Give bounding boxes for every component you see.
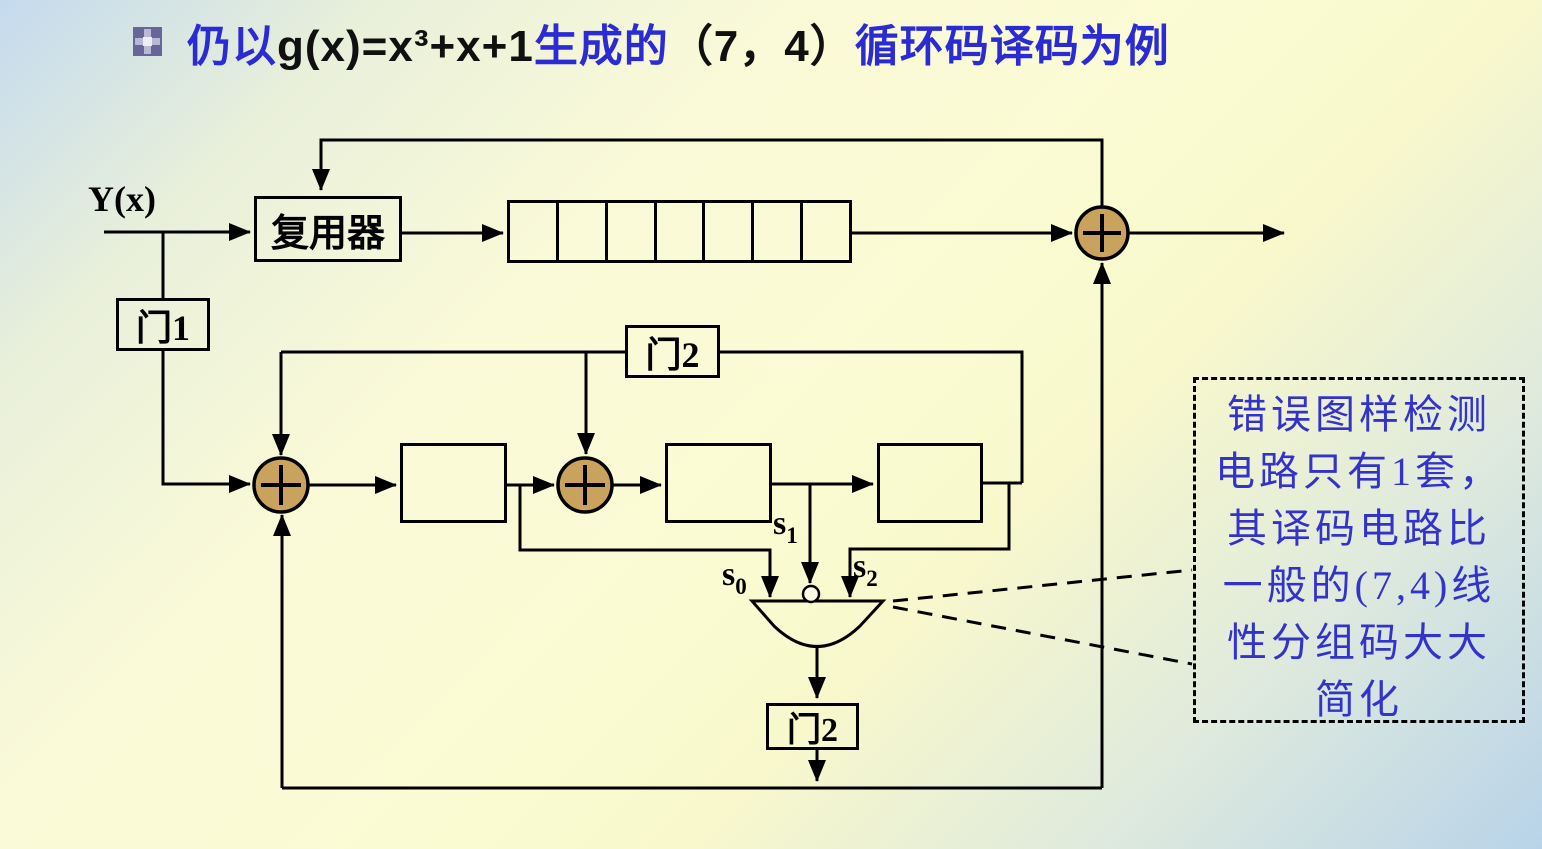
inverter-bubble: [801, 584, 821, 604]
gate1-label: 门1: [135, 307, 190, 348]
title-part: （7，4）: [668, 22, 855, 71]
syndrome-reg3-box: [877, 443, 983, 523]
annotation-line: 错误图样检测: [1227, 392, 1491, 437]
syndrome-reg1-box: [400, 443, 507, 523]
multiplexer-label: 复用器: [270, 212, 385, 255]
s0-line: [518, 485, 779, 598]
and-gate: [748, 599, 887, 648]
gate2-right-line: [720, 350, 1024, 483]
register-cell: [754, 203, 804, 260]
register-cell: [657, 203, 706, 260]
xor-adder-left: [252, 456, 310, 514]
callout-pointer-upper: [892, 568, 1193, 603]
annotation-callout: 错误图样检测 电路只有1套， 其译码电路比 一般的(7,4)线 性分组码大大 简…: [1193, 377, 1525, 723]
register-cell: [608, 203, 657, 260]
slide-title: 仍以g(x)=x³+x+1生成的（7，4）循环码译码为例: [133, 10, 1170, 74]
gate2-bottom-label: 门2: [787, 712, 838, 749]
callout-pointer-lower: [892, 605, 1193, 666]
title-part: 仍以: [187, 22, 277, 71]
xor-adder-mid: [556, 456, 614, 514]
title-part: 循环码译码为例: [854, 22, 1170, 71]
feedback-top-line: [312, 138, 1104, 208]
s0-label: s0: [722, 556, 747, 599]
annotation-line: 简化: [1315, 677, 1403, 722]
gate2-bottom-box: 门2: [766, 703, 859, 750]
gate1-to-xor1-line: [161, 350, 251, 493]
multiplexer-box: 复用器: [254, 196, 402, 262]
annotation-line: 其译码电路比: [1227, 506, 1491, 551]
grid-bullet-icon: [133, 27, 162, 56]
register-cell: [803, 203, 849, 260]
gate2-top-label: 门2: [645, 334, 700, 375]
gate1-box: 门1: [116, 298, 210, 351]
register-cell: [559, 203, 608, 260]
gate2-top-box: 门2: [625, 325, 720, 378]
s2-line: [841, 483, 1011, 598]
input-signal-label: Y(x): [88, 179, 156, 219]
title-part: g(x)=x³+x+1: [277, 22, 534, 71]
xor-adder-top: [1074, 205, 1130, 261]
annotation-line: 性分组码大大: [1227, 620, 1491, 665]
syndrome-reg2-box: [665, 443, 772, 523]
register-cell: [705, 203, 755, 260]
register-cell: [510, 203, 559, 260]
s2-label: s2: [853, 548, 878, 591]
title-text: 仍以g(x)=x³+x+1生成的（7，4）循环码译码为例: [187, 10, 1170, 74]
annotation-line: 电路只有1套，: [1215, 449, 1503, 494]
title-part: 生成的: [533, 22, 669, 71]
s1-label: s1: [773, 505, 798, 548]
buffer-register: [507, 200, 852, 263]
annotation-line: 一般的(7,4)线: [1222, 563, 1496, 608]
